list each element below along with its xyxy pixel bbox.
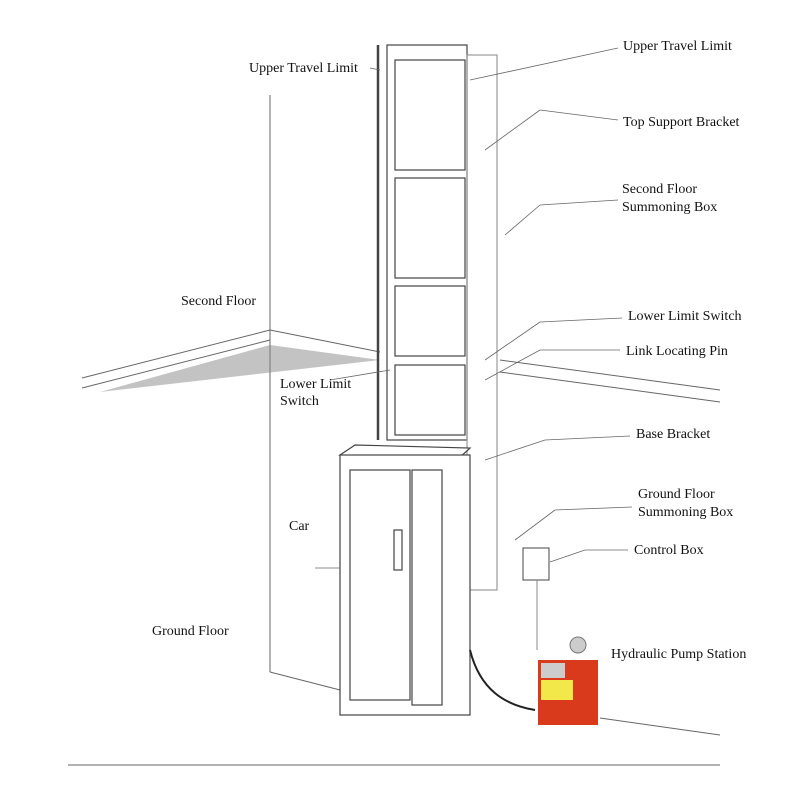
label-car: Car	[289, 519, 310, 534]
label-ground-floor-summoning-box-1: Ground Floor	[638, 487, 715, 502]
label-lower-limit-switch-left-1: Lower Limit	[280, 377, 351, 392]
label-second-floor-summoning-box-2: Summoning Box	[622, 200, 717, 215]
label-control-box: Control Box	[634, 543, 704, 558]
control-box	[522, 547, 550, 581]
room-walls	[68, 95, 721, 766]
car	[338, 444, 472, 716]
label-top-support-bracket: Top Support Bracket	[623, 115, 740, 130]
label-second-floor: Second Floor	[181, 294, 256, 309]
label-lower-limit-switch-left-2: Switch	[280, 394, 319, 409]
label-upper-travel-limit-right: Upper Travel Limit	[623, 39, 732, 54]
label-base-bracket: Base Bracket	[636, 427, 710, 442]
label-hydraulic-pump-station: Hydraulic Pump Station	[611, 647, 746, 662]
label-ground-floor-summoning-box-2: Summoning Box	[638, 505, 733, 520]
label-upper-travel-limit-left: Upper Travel Limit	[249, 61, 358, 76]
label-ground-floor: Ground Floor	[152, 624, 229, 639]
label-second-floor-summoning-box-1: Second Floor	[622, 182, 697, 197]
label-lower-limit-switch-right: Lower Limit Switch	[628, 309, 742, 324]
second-floor-slab	[100, 345, 380, 392]
hose	[469, 649, 536, 711]
hydraulic-pump-icon	[538, 636, 598, 725]
label-link-locating-pin: Link Locating Pin	[626, 344, 728, 359]
leader-lines	[315, 47, 633, 569]
rail-frame	[376, 44, 498, 591]
